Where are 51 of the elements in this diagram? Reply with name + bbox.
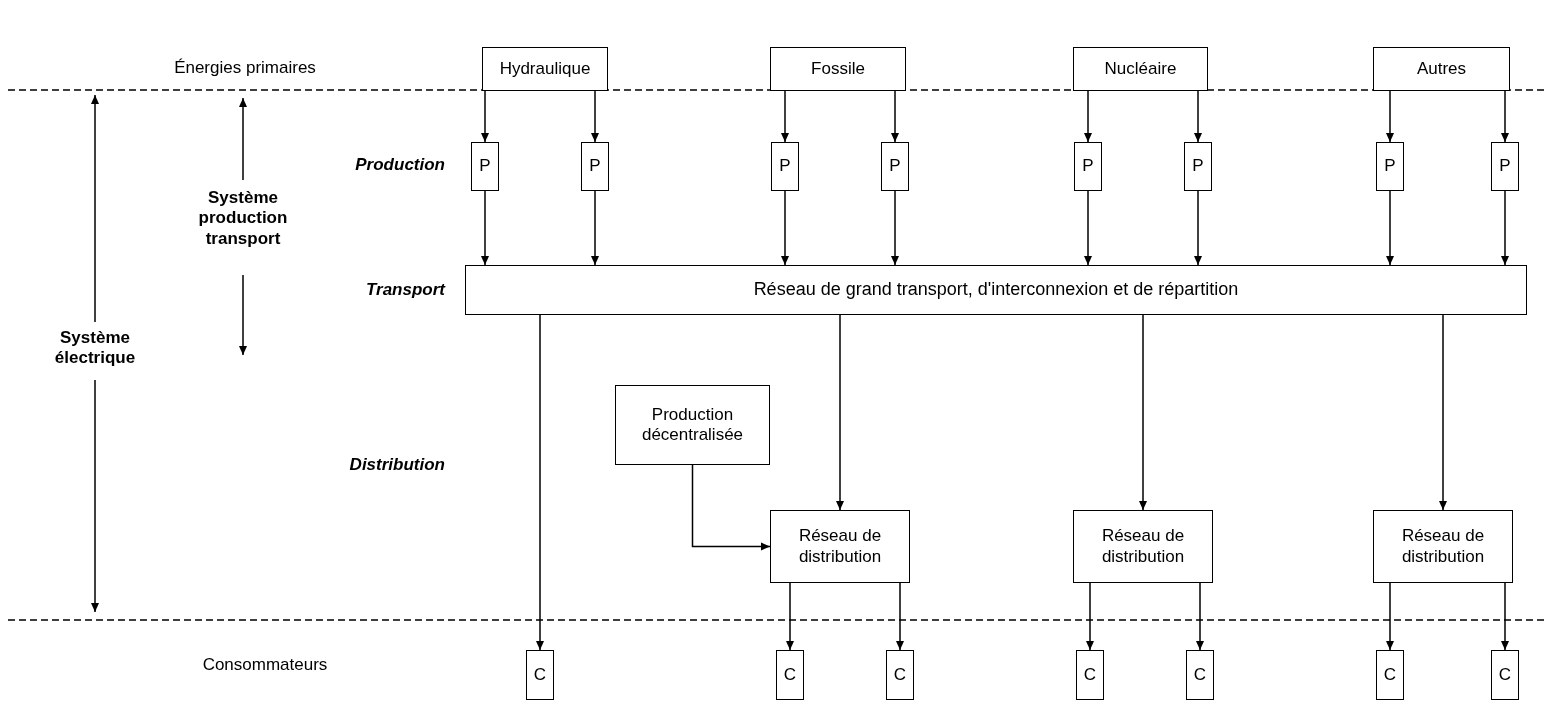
process-box: Réseau de distribution: [770, 510, 910, 583]
process-box: P: [1184, 142, 1212, 191]
arrow: [1386, 582, 1394, 651]
arrow: [891, 190, 899, 266]
process-box: Nucléaire: [1073, 47, 1208, 91]
arrow: [1386, 190, 1394, 266]
process-box: C: [886, 650, 914, 700]
process-box: Production décentralisée: [615, 385, 770, 465]
process-box: P: [581, 142, 609, 191]
arrow: [691, 464, 771, 551]
process-box: P: [471, 142, 499, 191]
process-box: P: [1074, 142, 1102, 191]
arrow: [1501, 582, 1509, 651]
arrow: [1194, 190, 1202, 266]
arrow: [1196, 582, 1204, 651]
arrow: [536, 314, 544, 651]
arrow: [481, 190, 489, 266]
process-box: C: [1186, 650, 1214, 700]
arrow: [1501, 190, 1509, 266]
process-box: Réseau de distribution: [1373, 510, 1513, 583]
arrow: [891, 90, 899, 143]
arrow: [591, 190, 599, 266]
arrow: [896, 582, 904, 651]
arrow: [781, 90, 789, 143]
arrow: [1501, 90, 1509, 143]
process-box: P: [881, 142, 909, 191]
process-box: C: [1376, 650, 1404, 700]
arrow: [1139, 314, 1147, 511]
process-box: Hydraulique: [482, 47, 608, 91]
process-box: P: [771, 142, 799, 191]
process-box: Fossile: [770, 47, 906, 91]
arrow: [1386, 90, 1394, 143]
process-box: C: [1076, 650, 1104, 700]
process-box: Autres: [1373, 47, 1510, 91]
arrow: [1439, 314, 1447, 511]
process-box: C: [776, 650, 804, 700]
arrow: [1084, 190, 1092, 266]
arrow: [481, 90, 489, 143]
arrow: [781, 190, 789, 266]
process-box: C: [526, 650, 554, 700]
process-box: Réseau de distribution: [1073, 510, 1213, 583]
process-box: C: [1491, 650, 1519, 700]
arrow: [591, 90, 599, 143]
process-box: Réseau de grand transport, d'interconnexion et de répartition: [465, 265, 1527, 315]
arrow: [1194, 90, 1202, 143]
arrow: [786, 582, 794, 651]
arrow: [1086, 582, 1094, 651]
arrow: [836, 314, 844, 511]
process-box: P: [1491, 142, 1519, 191]
arrow: [1084, 90, 1092, 143]
process-box: P: [1376, 142, 1404, 191]
